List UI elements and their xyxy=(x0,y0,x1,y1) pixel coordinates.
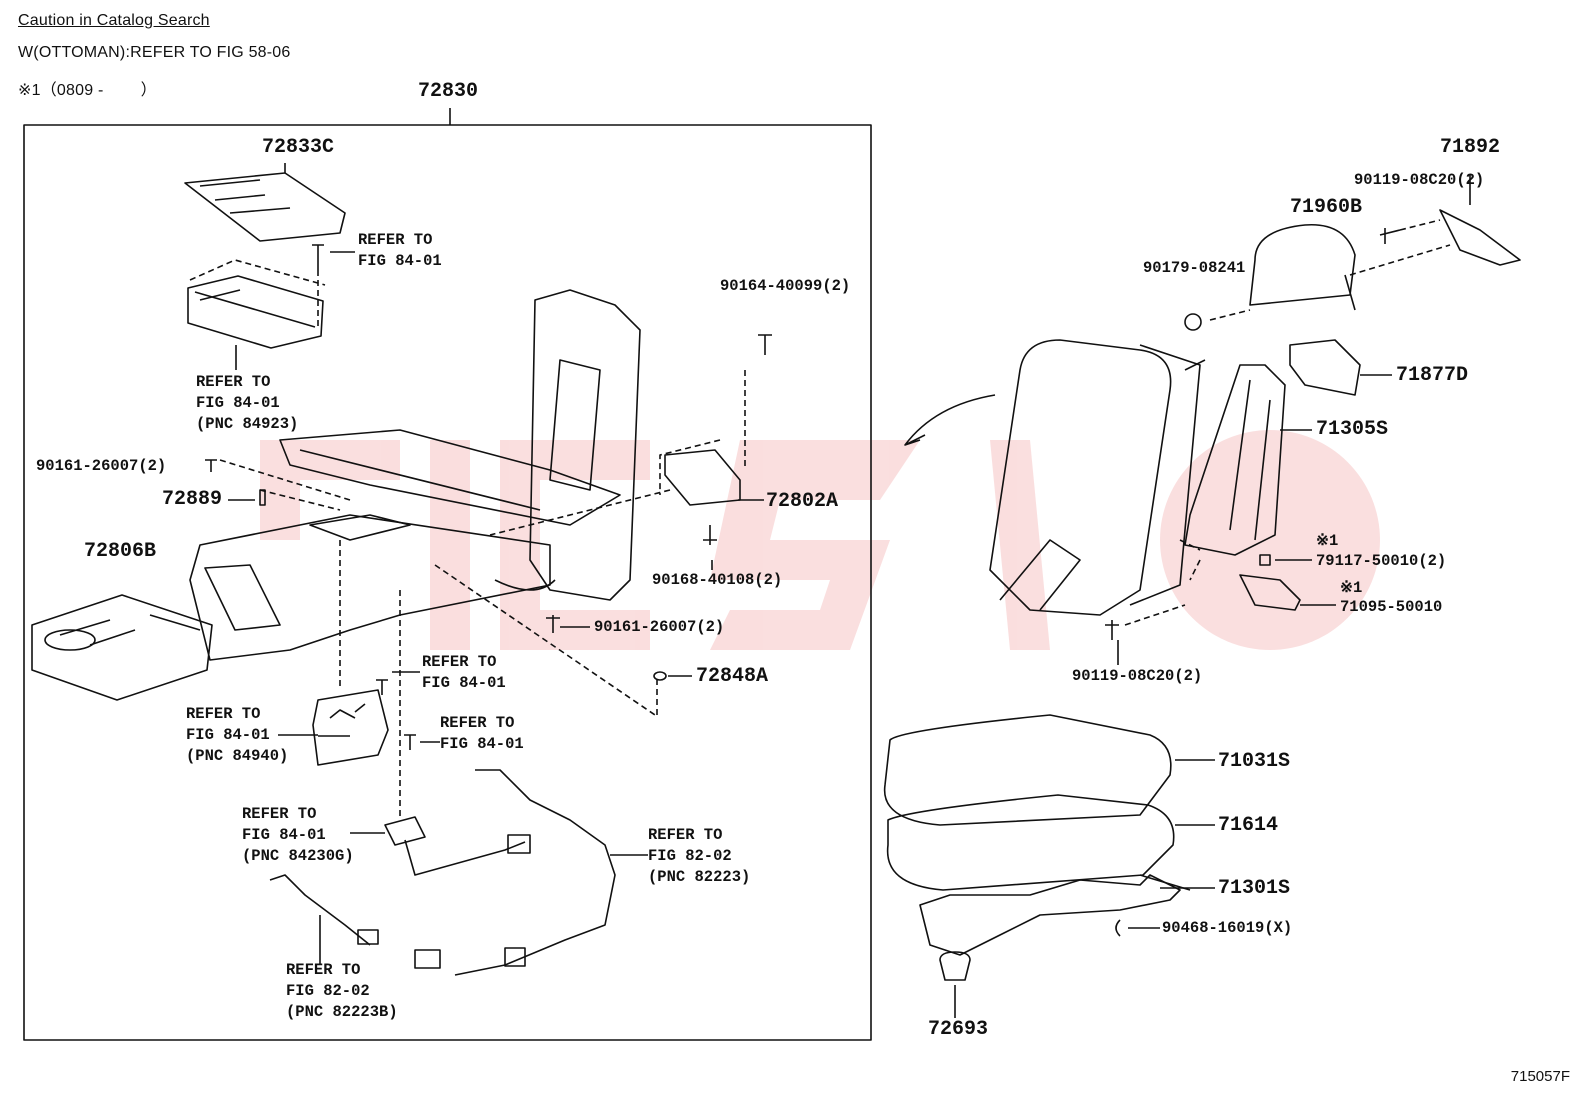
part-71614-label[interactable]: 71614 xyxy=(1218,814,1279,837)
refer-fig-84-01-pnc-84230g[interactable]: REFER TO FIG 84-01 (PNC 84230G) xyxy=(242,805,354,865)
part-72889-label[interactable]: 72889 xyxy=(162,488,223,511)
refer-fig-84-01-pnc-84923[interactable]: REFER TO FIG 84-01 (PNC 84923) xyxy=(196,373,299,433)
part-72833c-label[interactable]: 72833C xyxy=(262,136,335,159)
part-71305s-label[interactable]: 71305S xyxy=(1316,418,1389,441)
refer-fig-82-02-pnc-82223b[interactable]: REFER TO FIG 82-02 (PNC 82223B) xyxy=(286,961,398,1021)
note-mark-71095: ※1 xyxy=(1340,579,1363,597)
part-79117-50010-label[interactable]: 79117-50010(2) xyxy=(1316,552,1447,570)
part-72848a-label[interactable]: 72848A xyxy=(696,665,769,688)
watermark-logo xyxy=(260,430,1380,650)
part-90161-26007-a-label[interactable]: 90161-26007(2) xyxy=(36,457,167,475)
refer-fig-84-01-note-3[interactable]: REFER TO FIG 84-01 xyxy=(440,714,524,753)
part-72693-label[interactable]: 72693 xyxy=(928,1018,989,1041)
part-90168-40108-label[interactable]: 90168-40108(2) xyxy=(652,571,783,589)
part-71031s-label[interactable]: 71031S xyxy=(1218,750,1291,773)
part-72830-label[interactable]: 72830 xyxy=(418,80,479,103)
part-71960b-label[interactable]: 71960B xyxy=(1290,196,1363,219)
note-1: ※1（0809 - ） xyxy=(18,82,157,99)
refer-fig-84-01-note-1[interactable]: REFER TO FIG 84-01 xyxy=(358,231,442,270)
refer-fig-82-02-pnc-82223[interactable]: REFER TO FIG 82-02 (PNC 82223) xyxy=(648,826,751,886)
part-72806b-label[interactable]: 72806B xyxy=(84,540,157,563)
part-71301s-label[interactable]: 71301S xyxy=(1218,877,1291,900)
part-90468-16019-label[interactable]: 90468-16019(X) xyxy=(1162,919,1293,937)
note-mark-79117: ※1 xyxy=(1316,532,1339,550)
refer-fig-84-01-pnc-84940[interactable]: REFER TO FIG 84-01 (PNC 84940) xyxy=(186,705,289,765)
part-90119-08c20-b-label[interactable]: 90119-08C20(2) xyxy=(1072,667,1203,685)
part-90164-40099-label[interactable]: 90164-40099(2) xyxy=(720,277,851,295)
part-90161-26007-b-label[interactable]: 90161-26007(2) xyxy=(594,618,725,636)
refer-fig-84-01-note-2[interactable]: REFER TO FIG 84-01 xyxy=(422,653,506,692)
figure-id: 715057F xyxy=(1510,1068,1570,1085)
part-72802a-label[interactable]: 72802A xyxy=(766,490,839,513)
caution-catalog-search-link[interactable]: Caution in Catalog Search xyxy=(18,12,210,29)
part-90179-08241-label[interactable]: 90179-08241 xyxy=(1143,259,1246,277)
part-71095-50010-label[interactable]: 71095-50010 xyxy=(1340,598,1443,616)
part-71877d-label[interactable]: 71877D xyxy=(1396,364,1469,387)
part-71892-label[interactable]: 71892 xyxy=(1440,136,1501,159)
part-90119-08c20-a-label[interactable]: 90119-08C20(2) xyxy=(1354,171,1485,189)
assembly-box xyxy=(23,124,872,1041)
ottoman-note: W(OTTOMAN):REFER TO FIG 58-06 xyxy=(18,44,291,61)
